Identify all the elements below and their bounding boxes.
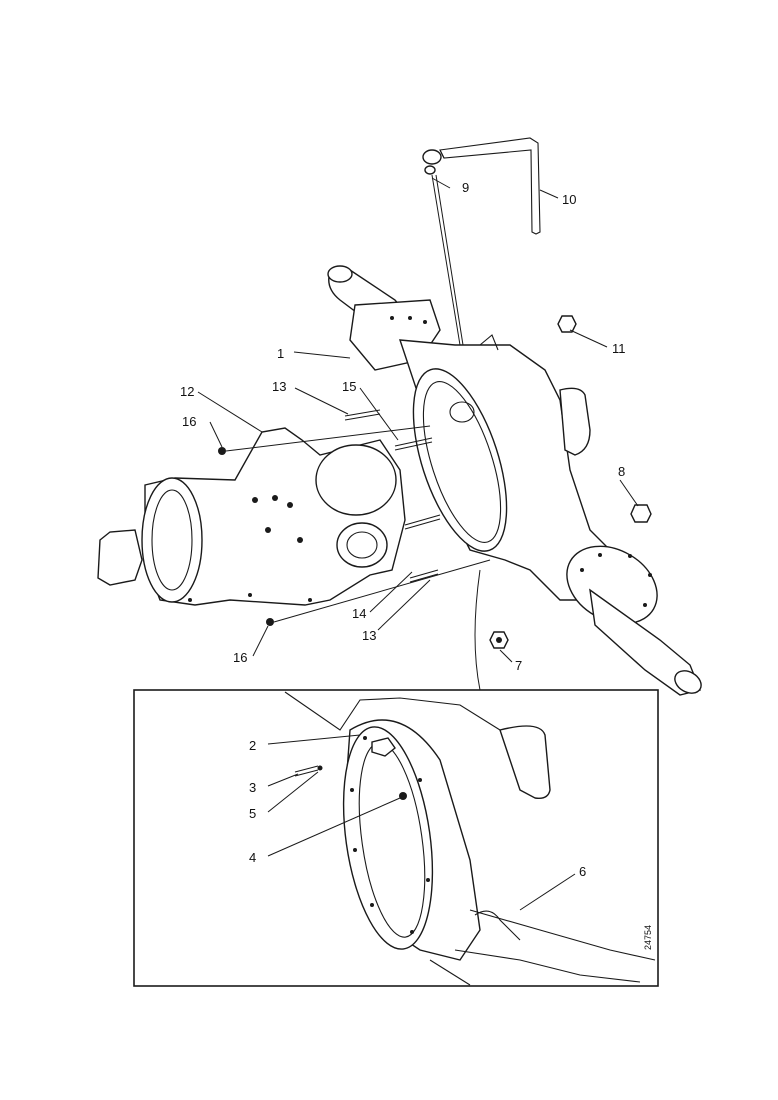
inset-bolt — [294, 765, 323, 777]
label-2: 2 — [249, 738, 256, 753]
banjo-fitting — [422, 149, 464, 346]
right-wheel-hub — [566, 545, 702, 696]
label-15: 15 — [342, 379, 356, 394]
nut-upper — [218, 447, 226, 455]
label-4: 4 — [249, 850, 256, 865]
drain-plug — [489, 631, 509, 649]
label-1: 1 — [277, 346, 284, 361]
final-drive-carrier — [97, 427, 406, 606]
label-11: 11 — [612, 341, 626, 356]
label-8-upper: 8 — [618, 464, 625, 479]
label-13-lower: 13 — [362, 628, 376, 643]
stud-lower — [404, 514, 441, 583]
breather-pipe — [439, 137, 541, 235]
label-9: 9 — [462, 180, 469, 195]
label-3: 3 — [249, 780, 256, 795]
inset-frame — [133, 689, 659, 987]
axle-housing — [398, 334, 621, 601]
label-6: 6 — [579, 864, 586, 879]
label-7: 7 — [515, 658, 522, 673]
label-12: 12 — [180, 384, 194, 399]
stud-upper — [344, 409, 381, 421]
figure-reference: 24754 — [643, 925, 653, 950]
level-plug — [557, 315, 577, 333]
label-16-upper: 16 — [182, 414, 196, 429]
stud-mid — [394, 437, 433, 451]
filler-plug — [630, 504, 652, 523]
inset-housing-detail — [284, 691, 656, 986]
label-5: 5 — [249, 806, 256, 821]
nut-lower — [266, 618, 274, 626]
label-14: 14 — [352, 606, 366, 621]
label-10: 10 — [562, 192, 576, 207]
label-16-lower: 16 — [233, 650, 247, 665]
label-13-upper: 13 — [272, 379, 286, 394]
